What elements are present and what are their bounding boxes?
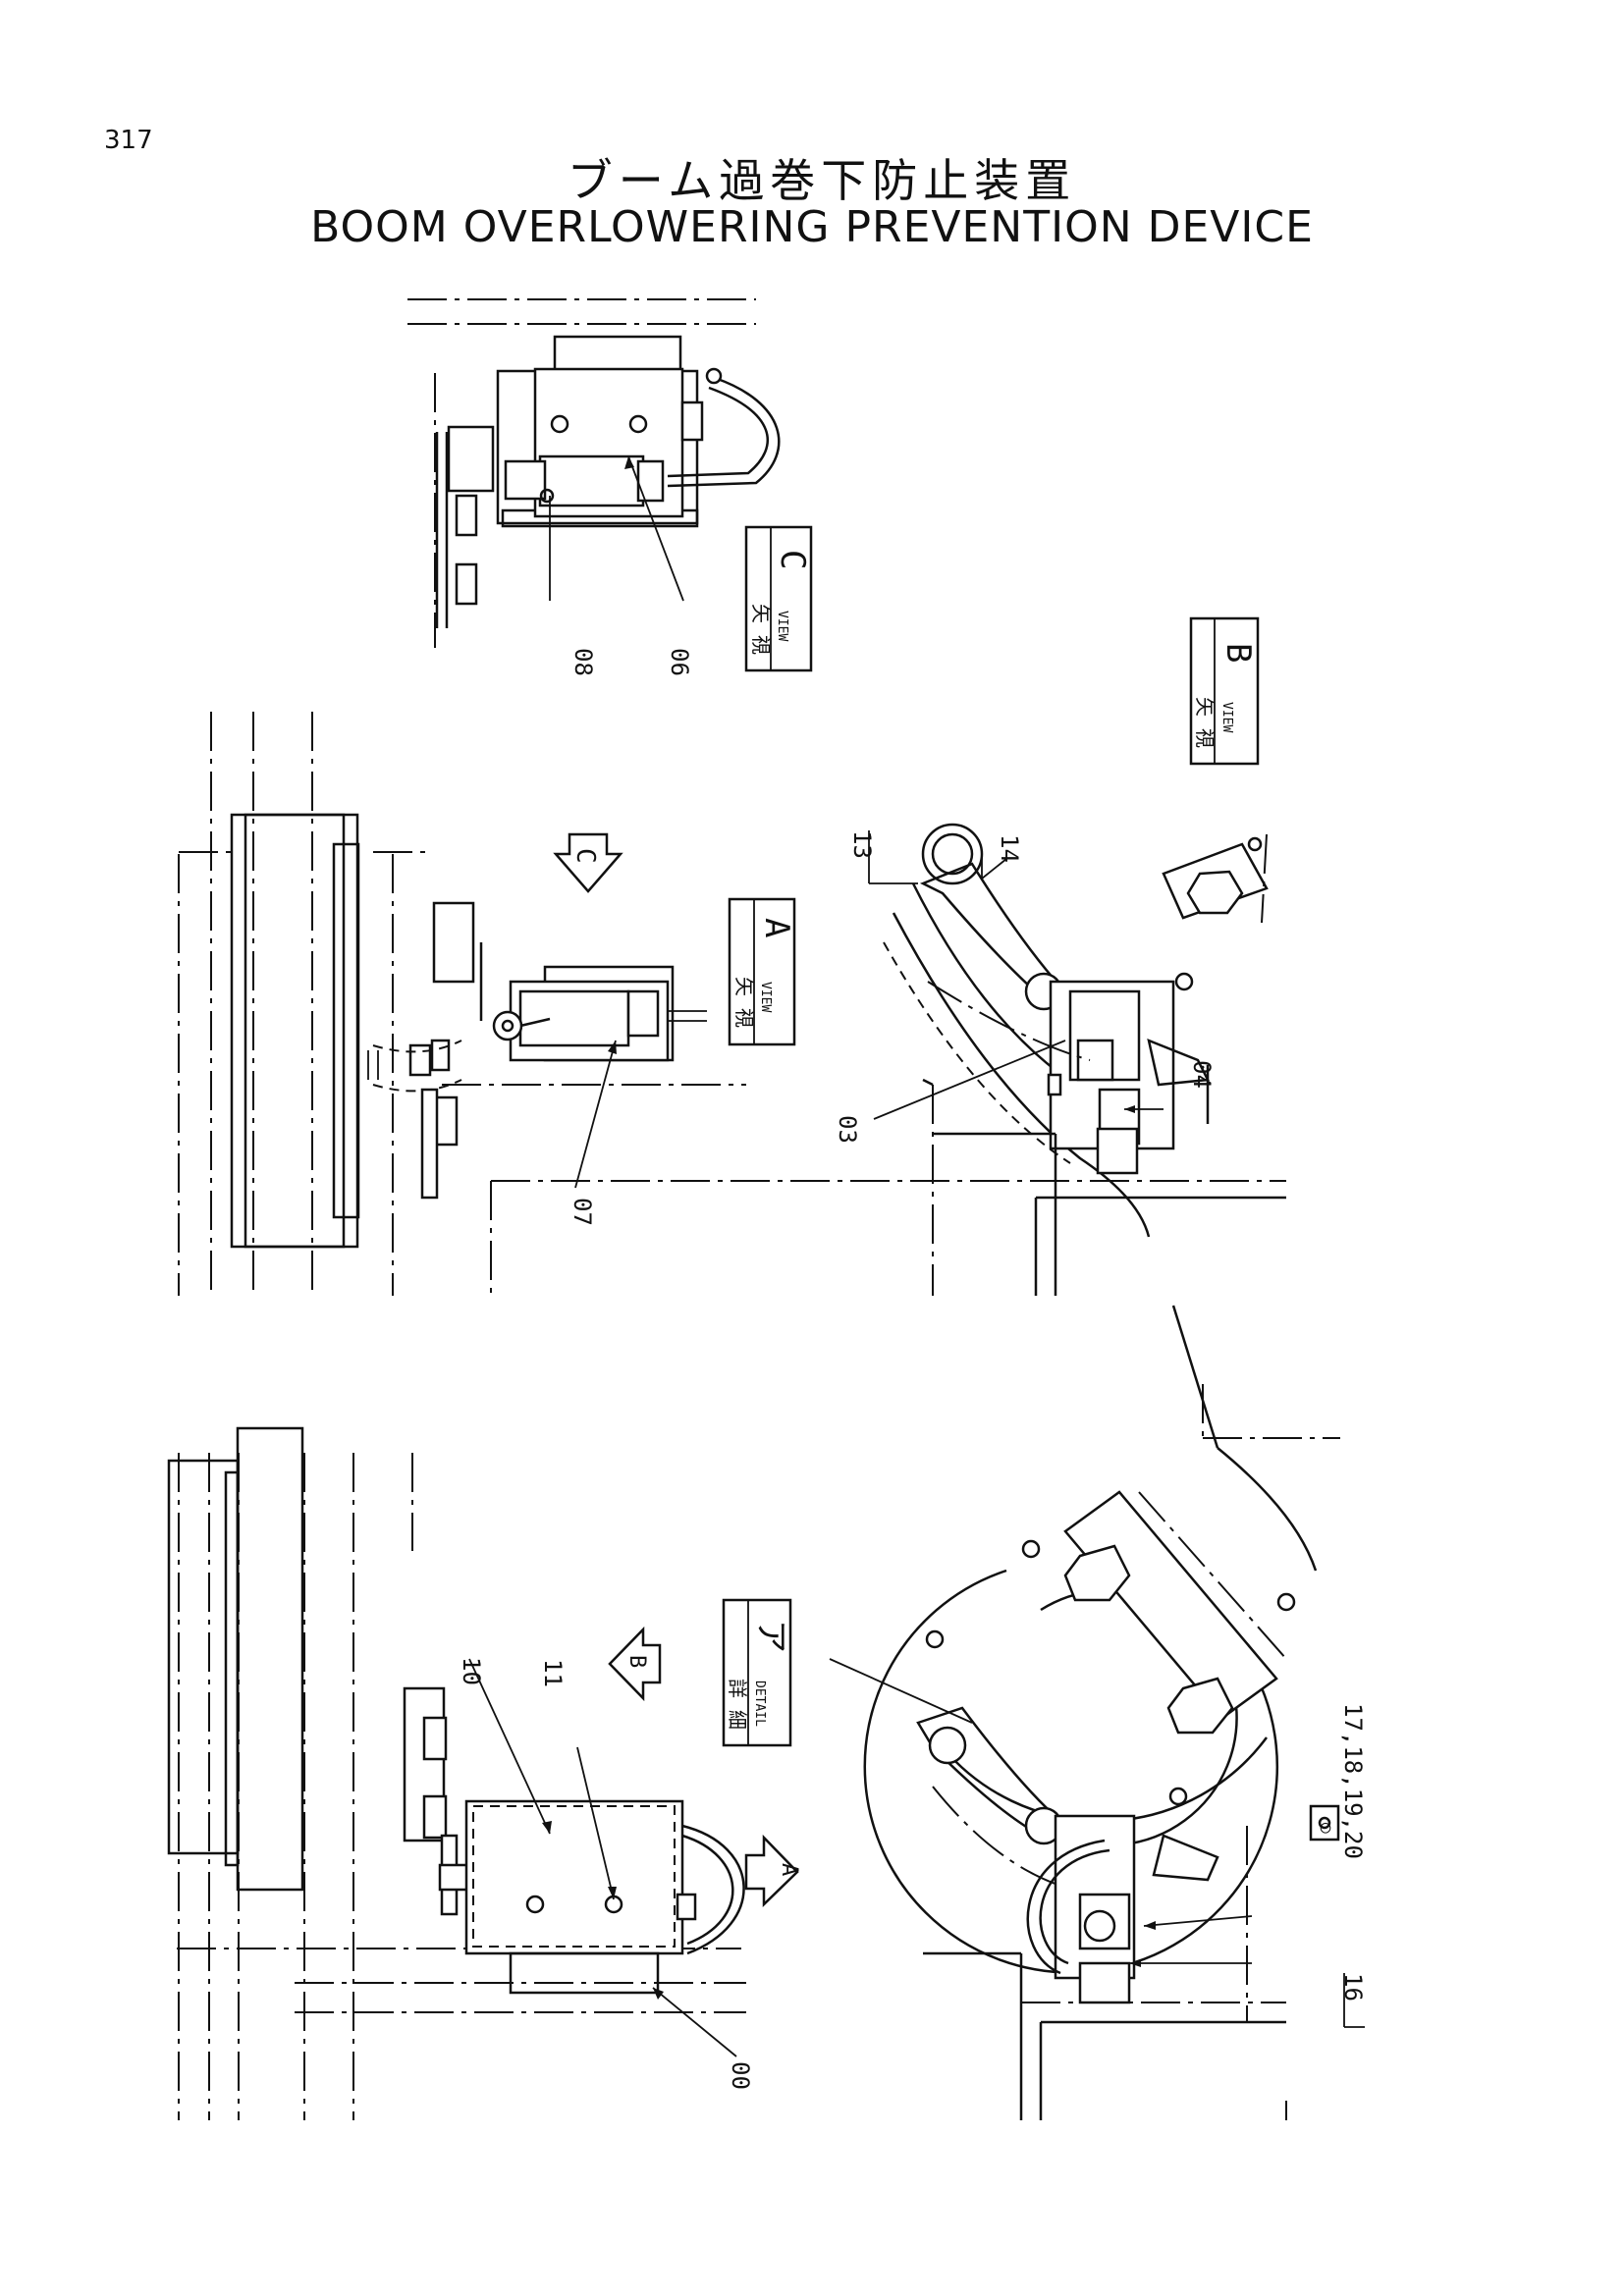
view-c-kanji: 矢 視 [749, 604, 773, 655]
part-label-00: 00 [727, 2061, 754, 2090]
view-b-word: VIEW [1219, 702, 1234, 732]
view-a-arrow-letter: A [777, 1863, 801, 1876]
view-b-kanji: 矢 視 [1193, 697, 1217, 748]
part-label-11: 11 [539, 1659, 567, 1687]
part-label-13: 13 [848, 830, 876, 859]
detail-box: 詳 細 DETAIL ア [722, 1598, 792, 1747]
view-c-word: VIEW [775, 611, 789, 641]
weld-symbol: ○ [1321, 1817, 1331, 1838]
title-japanese: ブーム過巻下防止装置 [567, 154, 1077, 207]
view-c-drawing [407, 298, 781, 648]
view-c-letter: C [773, 550, 812, 569]
part-label-08: 08 [569, 648, 597, 676]
detail-drawing [829, 1305, 1365, 2120]
detail-word: DETAIL [752, 1681, 767, 1727]
view-a-drawing [178, 712, 1286, 1296]
side-view-drawing [167, 1426, 799, 2120]
title-english: BOOM OVERLOWERING PREVENTION DEVICE [310, 202, 1314, 252]
view-b-drawing [868, 823, 1286, 1296]
part-label-16: 16 [1339, 1973, 1367, 2002]
view-c-arrow-letter: C [570, 848, 600, 864]
detail-kanji: 詳 細 [726, 1679, 749, 1730]
view-c-box: 矢 視 VIEW C [744, 525, 813, 672]
view-a-box: 矢 視 VIEW A [728, 897, 796, 1046]
view-a-word: VIEW [758, 982, 773, 1012]
page-number: 317 [104, 126, 153, 155]
part-label-06: 06 [666, 648, 693, 676]
part-label-10: 10 [458, 1657, 485, 1685]
part-label-04: 04 [1188, 1060, 1216, 1089]
view-b-box: 矢 視 VIEW B [1189, 616, 1260, 766]
part-label-03: 03 [834, 1115, 861, 1144]
view-a-letter: A [757, 918, 796, 937]
detail-letter: ア [751, 1620, 790, 1653]
part-label-07: 07 [568, 1198, 596, 1226]
part-label-17-20: 17,18,19,20 [1339, 1703, 1367, 1859]
view-b-letter: B [1218, 643, 1258, 663]
view-b-arrow-letter: B [624, 1655, 649, 1668]
part-label-14: 14 [996, 834, 1023, 863]
view-a-kanji: 矢 視 [732, 977, 756, 1028]
